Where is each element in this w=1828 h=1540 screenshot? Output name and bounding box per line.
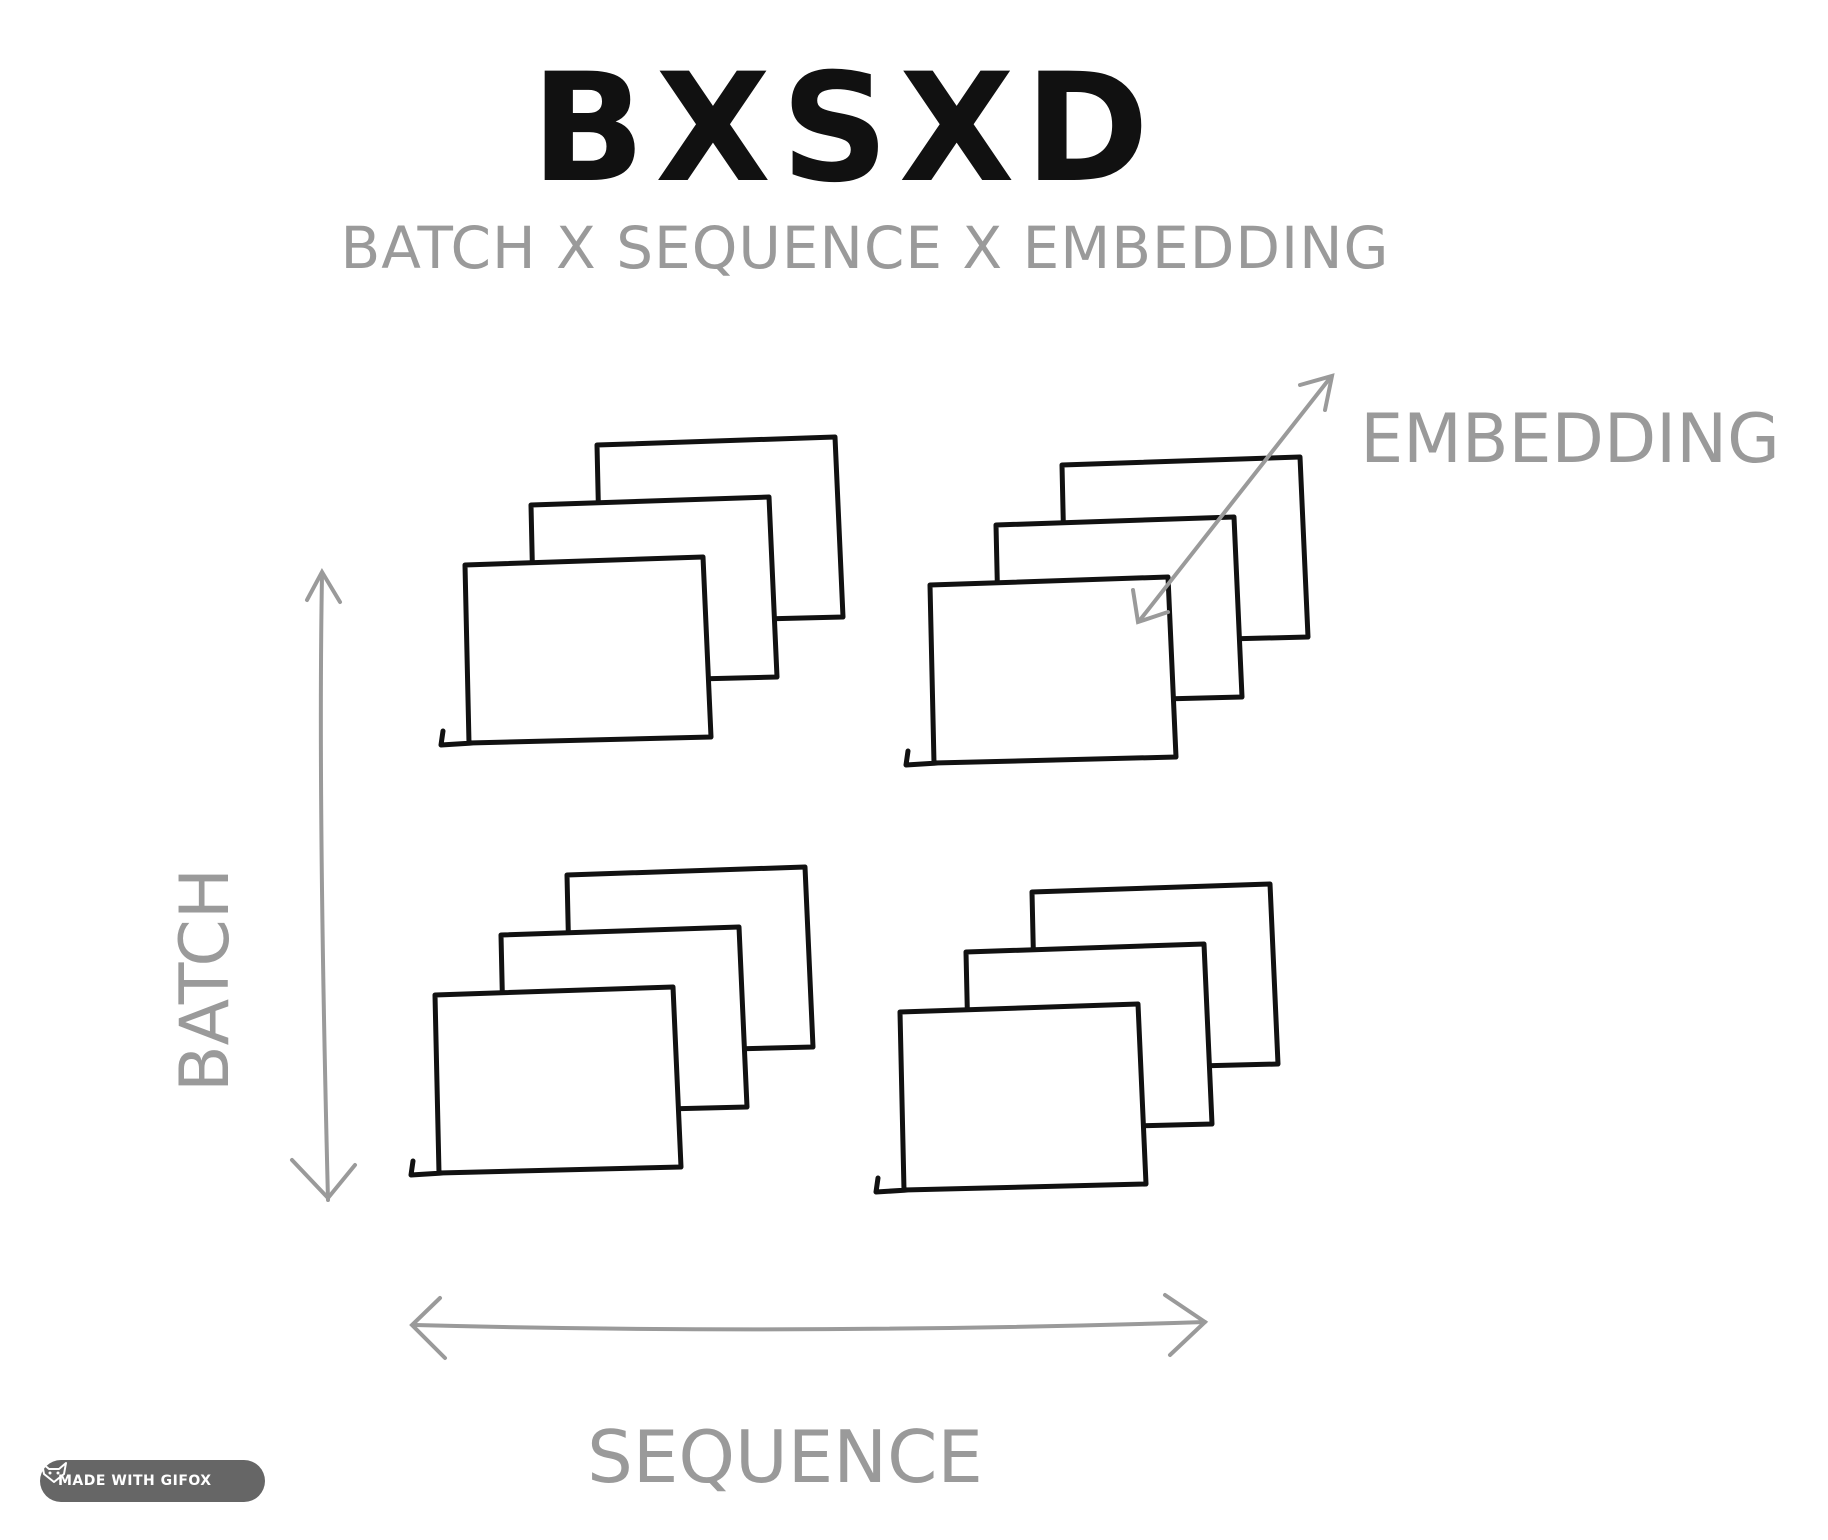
diagram-title: BXSXD — [531, 42, 1159, 216]
embedding-axis-label: EMBEDDING — [1360, 400, 1780, 479]
tensor-stack — [903, 454, 1311, 768]
embedding-axis-arrow — [1131, 373, 1335, 625]
batch-axis-arrow — [290, 567, 357, 1202]
diagram-subtitle: BATCH X SEQUENCE X EMBEDDING — [341, 214, 1390, 282]
tensor-stack — [438, 434, 846, 748]
tensor-sheet — [903, 574, 1179, 768]
tensor-sheet — [873, 1001, 1149, 1195]
batch-axis-label: BATCH — [166, 868, 245, 1092]
tensor-stack — [408, 864, 816, 1178]
tensor-sheet — [408, 984, 684, 1178]
tensor-stack — [873, 881, 1281, 1195]
tensor-sheet — [438, 554, 714, 748]
tensor-stacks — [408, 434, 1311, 1195]
sequence-axis-label: SEQUENCE — [587, 1415, 983, 1499]
fox-icon — [41, 1462, 67, 1483]
gifox-badge-text: MADE WITH GIFOX — [58, 1473, 212, 1489]
gifox-badge: MADE WITH GIFOX — [40, 1460, 265, 1502]
sequence-axis-arrow — [409, 1293, 1209, 1360]
